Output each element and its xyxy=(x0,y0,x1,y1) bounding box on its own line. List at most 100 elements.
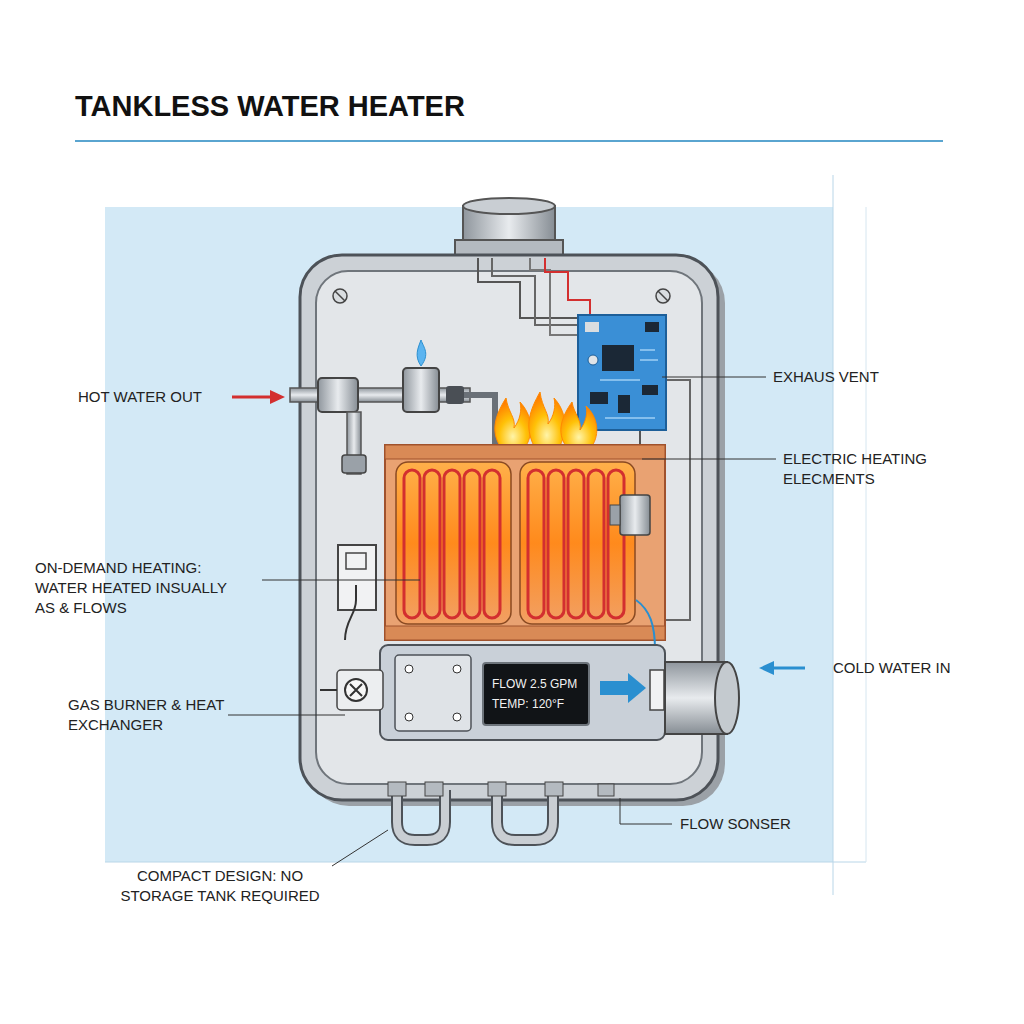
inlet-end xyxy=(715,662,739,734)
hot-water-arrow xyxy=(270,390,285,404)
wire xyxy=(492,258,585,325)
callout-label: HOT WATER OUT xyxy=(78,387,278,407)
pipe-cap xyxy=(446,386,464,404)
callout-label: GAS BURNER & HEAT EXCHANGER xyxy=(68,695,228,735)
callout-label: ON-DEMAND HEATING: WATER HEATED INSUALLY… xyxy=(35,558,250,618)
pilot-flame xyxy=(417,340,426,366)
leader-line xyxy=(262,580,420,581)
housing-shadow xyxy=(307,261,725,806)
frame-line xyxy=(105,862,866,863)
burner-flame xyxy=(561,402,597,446)
heating-coil xyxy=(608,470,624,618)
housing-inner-panel xyxy=(316,271,702,784)
sensor-housing xyxy=(650,670,664,710)
flow-arrow xyxy=(628,673,646,703)
sensor-unit xyxy=(620,495,650,535)
wire xyxy=(345,585,356,640)
flow-arrow xyxy=(600,681,628,695)
display-reading: FLOW 2.5 GPM xyxy=(492,674,577,694)
pipe xyxy=(464,395,495,445)
heating-coil xyxy=(588,470,604,618)
coil-block xyxy=(396,462,511,624)
valve-body xyxy=(318,378,358,412)
screw xyxy=(333,289,347,303)
title-rule xyxy=(75,140,943,142)
chip xyxy=(602,345,634,371)
screw xyxy=(656,289,670,303)
heating-coil xyxy=(464,470,480,618)
heating-coil xyxy=(424,470,440,618)
cold-water-arrow xyxy=(772,667,805,670)
heat-exchanger xyxy=(385,445,665,640)
screw xyxy=(405,665,413,673)
wire xyxy=(545,258,590,318)
heating-coil xyxy=(484,470,500,618)
display-screen: FLOW 2.5 GPMTEMP: 120°F xyxy=(482,662,590,726)
board-trace xyxy=(600,350,658,418)
board-component xyxy=(588,355,598,365)
leader-line xyxy=(620,798,672,824)
pipe-fitting xyxy=(403,368,439,412)
callout-label-box: COMPACT DESIGN: NO STORAGE TANK REQUIRED xyxy=(100,866,340,906)
housing xyxy=(300,255,718,800)
board-component xyxy=(642,385,658,395)
callout-label: ELECTRIC HEATING ELECMENTS xyxy=(783,449,983,489)
frame-line xyxy=(833,175,834,895)
leader-line xyxy=(332,830,388,866)
junction-port xyxy=(346,553,366,569)
junction-box xyxy=(338,545,376,610)
board-component xyxy=(585,322,599,332)
callout-label: EXHAUS VENT xyxy=(773,367,973,387)
board-component xyxy=(618,395,630,413)
screw-slot xyxy=(658,291,668,301)
coil-block xyxy=(520,462,635,624)
leader-line xyxy=(228,715,345,716)
cold-water-arrow xyxy=(759,661,774,675)
burner-flame-group xyxy=(561,402,597,446)
callout-label-box: ELECTRIC HEATING ELECMENTS xyxy=(783,449,983,489)
wire xyxy=(320,689,337,691)
burner-flame xyxy=(495,398,531,446)
bottom-pipe xyxy=(497,790,553,840)
bottom-pipe xyxy=(497,790,553,840)
control-module xyxy=(380,645,665,740)
screw-slot xyxy=(335,291,345,301)
screw xyxy=(405,713,413,721)
leader-line xyxy=(662,377,766,378)
heating-coil xyxy=(548,470,564,618)
wire xyxy=(530,258,585,335)
callout-label-box: COLD WATER IN xyxy=(833,658,1013,678)
exchanger-top-plate xyxy=(385,445,665,459)
callout-label-box: ON-DEMAND HEATING: WATER HEATED INSUALLY… xyxy=(35,558,250,618)
hot-water-arrow xyxy=(232,396,272,399)
diagram-title: TANKLESS WATER HEATER xyxy=(75,90,465,123)
module-cover xyxy=(395,655,471,731)
pipe-fitting xyxy=(425,782,443,796)
exchanger-bottom-plate xyxy=(385,626,665,640)
ignitor xyxy=(345,679,367,701)
board-component xyxy=(590,392,608,404)
frame-line xyxy=(866,207,867,862)
bottom-pipe xyxy=(397,790,445,840)
heating-coil xyxy=(444,470,460,618)
ignitor-mark xyxy=(350,684,362,696)
leader-line xyxy=(642,459,776,460)
board-component xyxy=(645,322,659,332)
pipe-fitting xyxy=(545,782,563,796)
heating-coil xyxy=(528,470,544,618)
screw xyxy=(453,713,461,721)
background-panel xyxy=(105,207,833,862)
callout-label: FLOW SONSER xyxy=(680,814,880,834)
screw xyxy=(453,665,461,673)
callout-label-box: EXHAUS VENT xyxy=(773,367,973,387)
heating-coil xyxy=(568,470,584,618)
display-reading: TEMP: 120°F xyxy=(492,694,564,714)
callout-label: COMPACT DESIGN: NO STORAGE TANK REQUIRED xyxy=(100,866,340,906)
callout-label-box: HOT WATER OUT xyxy=(78,387,278,407)
callout-label-box: FLOW SONSER xyxy=(680,814,880,834)
ignitor-bracket xyxy=(337,670,383,710)
cold-water-line xyxy=(636,600,655,650)
pipe-fitting xyxy=(598,784,614,796)
pipe-fitting xyxy=(488,782,506,796)
